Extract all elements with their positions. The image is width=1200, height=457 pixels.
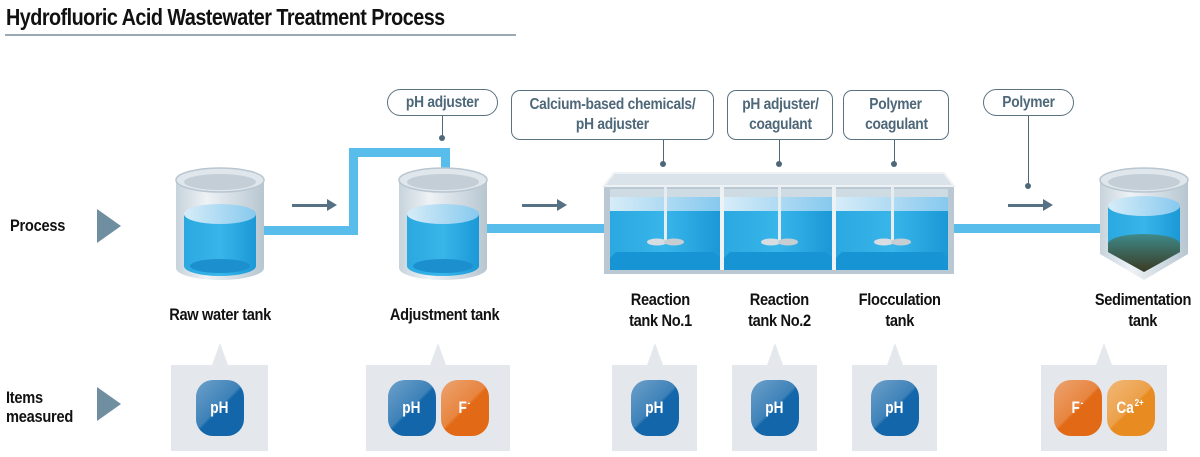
measure-badge-label: pH bbox=[765, 398, 784, 417]
pipe-floc-to-sed bbox=[952, 224, 1100, 233]
stage-text: Sedimentation bbox=[1094, 290, 1192, 309]
row-label-process: Process bbox=[10, 216, 66, 235]
stage-label-sedimentation: Sedimentation tank bbox=[1073, 289, 1200, 331]
stage-label-reaction-2: Reaction tank No.2 bbox=[719, 289, 839, 331]
title-underline bbox=[5, 34, 516, 36]
measure-badge-label: Ca2+ bbox=[1116, 398, 1145, 417]
measure-panel-adjustment: pH F- bbox=[366, 343, 510, 451]
stage-text: tank No.1 bbox=[628, 311, 692, 330]
flow-arrow-3-icon bbox=[1008, 199, 1053, 211]
items-label-line1: Items bbox=[6, 388, 43, 407]
compartment-flocculation bbox=[836, 186, 948, 270]
stage-text: Reaction bbox=[749, 290, 809, 309]
stage-label-flocculation: Flocculation tank bbox=[838, 289, 962, 331]
measure-badge-label: pH bbox=[210, 398, 229, 417]
row-arrow-process-icon bbox=[97, 209, 121, 243]
flow-arrow-2-icon bbox=[522, 199, 567, 211]
stage-text: Adjustment tank bbox=[390, 305, 500, 324]
measure-badge-ph: pH bbox=[630, 380, 679, 436]
measure-badge-label: F- bbox=[458, 398, 471, 417]
measure-panel-raw-water: pH bbox=[171, 343, 268, 451]
sedimentation-tank-icon bbox=[1099, 167, 1189, 280]
reaction-basin-icon bbox=[601, 172, 957, 274]
chemical-text: Calcium-based chemicals/ bbox=[529, 96, 696, 113]
connector-line bbox=[442, 116, 444, 137]
measure-badge-charge: - bbox=[467, 398, 471, 409]
connector-line bbox=[1028, 116, 1030, 185]
measure-panel-flocculation: pH bbox=[852, 343, 937, 451]
chemical-label-polymer-coagulant: Polymer coagulant bbox=[843, 90, 949, 140]
dosing-point-dot bbox=[1025, 183, 1031, 189]
dosing-point-dot bbox=[776, 161, 782, 167]
chemical-text: Polymer bbox=[869, 96, 923, 113]
chemical-label-polymer: Polymer bbox=[983, 89, 1074, 116]
chemical-label-ph-coagulant: pH adjuster/ coagulant bbox=[727, 90, 833, 140]
dosing-point-dot bbox=[660, 161, 666, 167]
chemical-label-ph-adjuster: pH adjuster bbox=[387, 89, 498, 116]
chemical-text: coagulant bbox=[748, 116, 812, 133]
measure-badge-fluoride: F- bbox=[440, 380, 489, 436]
stage-text: Reaction bbox=[630, 290, 690, 309]
page-title: Hydrofluoric Acid Wastewater Treatment P… bbox=[6, 4, 445, 30]
measure-panel-reaction-2: pH bbox=[732, 343, 817, 451]
chemical-text: pH adjuster bbox=[406, 94, 479, 111]
compartment-reaction-2 bbox=[724, 186, 832, 270]
measure-badge-ph: pH bbox=[750, 380, 799, 436]
measure-badge-label: F- bbox=[1071, 398, 1084, 417]
measure-panel-reaction-1: pH bbox=[612, 343, 697, 451]
pipe-top-run bbox=[349, 148, 450, 157]
pipe-riser-left bbox=[349, 148, 358, 235]
pipe-drop-right bbox=[441, 148, 450, 172]
measure-badge-label: pH bbox=[885, 398, 904, 417]
flow-arrow-1-icon bbox=[292, 199, 337, 211]
chemical-label-calcium-ph: Calcium-based chemicals/ pH adjuster bbox=[511, 90, 714, 140]
measure-badge-ph: pH bbox=[870, 380, 919, 436]
stage-text: tank bbox=[885, 311, 915, 330]
stage-label-adjustment: Adjustment tank bbox=[365, 304, 525, 325]
raw-water-tank-icon bbox=[175, 167, 265, 280]
connector-line bbox=[894, 140, 896, 163]
compartment-reaction-1 bbox=[610, 186, 720, 270]
items-label-line2: measured bbox=[6, 407, 74, 426]
chemical-text: coagulant bbox=[864, 116, 928, 133]
measure-badge-ph: pH bbox=[195, 380, 244, 436]
adjustment-tank-icon bbox=[398, 167, 488, 280]
measure-badge-calcium: Ca2+ bbox=[1106, 380, 1155, 436]
stage-label-reaction-1: Reaction tank No.1 bbox=[600, 289, 720, 331]
connector-line bbox=[779, 140, 781, 163]
measure-badge-label: pH bbox=[645, 398, 664, 417]
stage-text: tank bbox=[1128, 311, 1158, 330]
dosing-point-dot bbox=[439, 135, 445, 141]
chemical-text: Polymer bbox=[1002, 94, 1055, 111]
chemical-text: pH adjuster/ bbox=[741, 96, 819, 113]
measure-badge-fluoride: F- bbox=[1053, 380, 1102, 436]
measure-badge-charge: - bbox=[1080, 398, 1084, 409]
stage-text: Flocculation bbox=[859, 290, 941, 309]
chemical-text: pH adjuster bbox=[576, 116, 649, 133]
pipe-raw-to-adjust bbox=[258, 226, 358, 235]
pipe-adjust-to-reaction bbox=[485, 224, 610, 233]
measure-badge-ph: pH bbox=[387, 380, 436, 436]
measure-panel-sedimentation: F- Ca2+ bbox=[1041, 343, 1167, 451]
row-arrow-items-icon bbox=[97, 387, 121, 421]
stage-text: Raw water tank bbox=[169, 305, 271, 324]
dosing-point-dot bbox=[891, 161, 897, 167]
stage-label-raw-water: Raw water tank bbox=[140, 304, 300, 325]
measure-badge-charge: 2+ bbox=[1135, 398, 1145, 409]
measure-badge-label: pH bbox=[402, 398, 421, 417]
connector-line bbox=[663, 140, 665, 163]
row-label-items-measured: Items measured bbox=[6, 388, 73, 426]
stage-text: tank No.2 bbox=[747, 311, 811, 330]
